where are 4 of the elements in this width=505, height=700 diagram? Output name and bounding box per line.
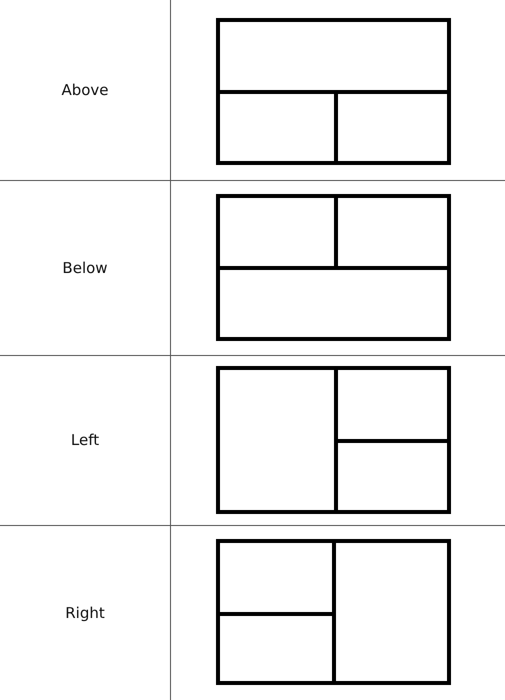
layout-label: Left (70, 431, 100, 449)
layout-label: Below (61, 258, 109, 276)
layout-label: Above (60, 81, 110, 99)
layout-label: Right (64, 604, 106, 622)
